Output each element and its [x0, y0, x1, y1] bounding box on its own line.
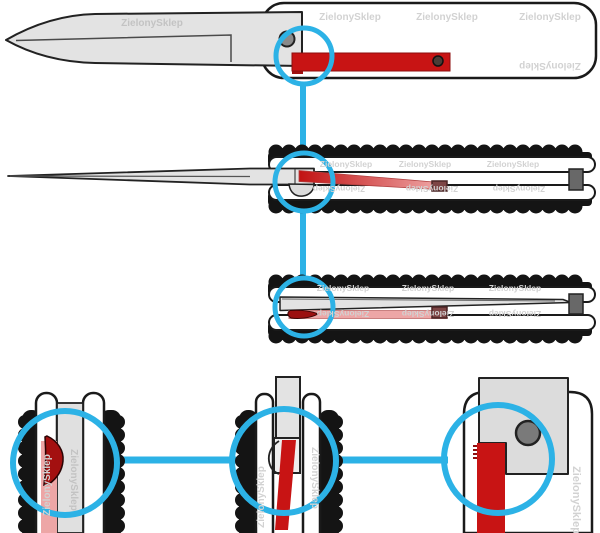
highlight-circle	[441, 402, 555, 516]
highlight-circle	[10, 408, 120, 518]
detail-open-latch	[441, 377, 594, 533]
spring-hook-engaged	[43, 435, 64, 486]
watermark: ZielonySklep	[489, 309, 541, 319]
spring-hook-tip	[287, 309, 320, 319]
backstop	[568, 293, 584, 315]
watermark: ZielonySklep	[489, 283, 541, 293]
latch-spring-bar	[291, 52, 451, 72]
spring-serrations	[473, 445, 477, 459]
blade-inner-line	[281, 298, 556, 302]
latch-spring-bar	[477, 443, 505, 533]
knife-stage-open	[5, 1, 598, 87]
watermark: ZielonySklep	[570, 466, 582, 533]
highlight-circle	[273, 25, 335, 87]
knife-stage-deployed-grip	[7, 144, 596, 214]
watermark: ZielonySklep	[256, 466, 267, 528]
watermark: ZielonySklep	[42, 454, 53, 516]
highlight-circle	[272, 275, 336, 339]
watermark: ZielonySklep	[519, 12, 581, 23]
liner-tube-right	[301, 392, 322, 533]
watermark: ZielonySklep	[402, 283, 454, 293]
highlight-circle	[229, 406, 339, 516]
watermark: ZielonySklep	[319, 12, 381, 23]
watermark: ZielonySklep	[519, 60, 581, 71]
watermark: ZielonySklep	[313, 184, 365, 194]
liner-top	[268, 156, 596, 173]
watermark: ZielonySklep	[317, 309, 369, 319]
highlight-circle	[272, 150, 336, 214]
backstop	[568, 168, 584, 191]
spring-anchor-block	[431, 180, 448, 192]
spring-anchor-pin	[432, 55, 444, 67]
catch-hook-outline	[267, 440, 280, 475]
detail-closed-latch	[10, 391, 125, 533]
latch-catch-bump	[288, 183, 315, 197]
watermark: ZielonySklep	[493, 184, 545, 194]
watermark: ZielonySklep	[487, 159, 539, 169]
spring-bar	[275, 440, 296, 530]
blade-bevel-line	[15, 34, 232, 62]
watermarks: ZielonySklep ZielonySklep ZielonySklep Z…	[42, 12, 582, 533]
watermark: ZielonySklep	[399, 159, 451, 169]
watermark: ZielonySklep	[320, 159, 372, 169]
blade	[5, 11, 303, 67]
watermark: ZielonySklep	[402, 309, 454, 319]
knife-stage-closed	[268, 274, 596, 344]
connector-lines	[112, 85, 448, 464]
watermark: ZielonySklep	[68, 449, 79, 511]
detail-mid-latch	[229, 376, 343, 533]
watermark: ZielonySklep	[317, 283, 369, 293]
spring-anchor-block	[431, 306, 448, 319]
watermark: ZielonySklep	[406, 184, 458, 194]
watermark: ZielonySklep	[416, 12, 478, 23]
watermark: ZielonySklep	[121, 18, 183, 29]
pivot-pin	[514, 419, 542, 447]
watermark: ZielonySklep	[309, 447, 320, 509]
blade-center-line	[9, 175, 251, 178]
